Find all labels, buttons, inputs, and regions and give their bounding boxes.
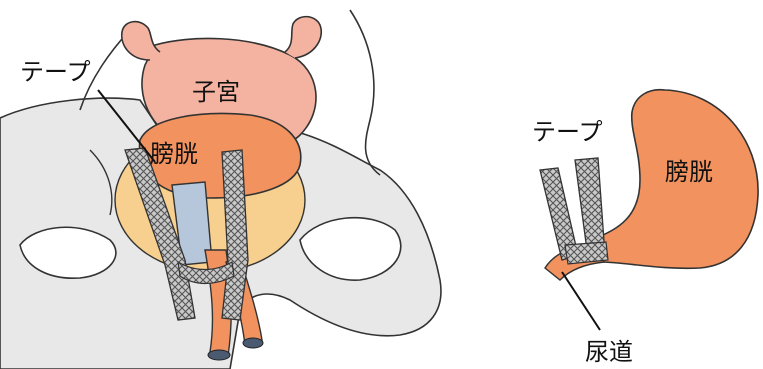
tube-end: [207, 349, 231, 361]
tape-right-band: [564, 241, 609, 265]
bladder-right: [588, 88, 759, 270]
obturator-hole-right: [299, 216, 402, 281]
label-urethra: 尿道: [585, 338, 633, 366]
label-bladder-left: 膀胱: [150, 140, 198, 168]
label-bladder-right: 膀胱: [665, 158, 713, 186]
urethra-pointer: [561, 271, 601, 331]
tape-pointer-left: [97, 89, 156, 163]
pelvic-inner-line: [89, 149, 113, 216]
label-uterus: 子宮: [192, 78, 240, 106]
right-figure: テープ 膀胱 尿道: [532, 88, 759, 366]
label-tape-left: テープ: [20, 58, 91, 86]
left-figure: テープ 子宮 膀胱: [0, 9, 442, 369]
label-tape-right: テープ: [532, 118, 603, 146]
obturator-hole-left: [19, 226, 117, 279]
pelvic-bone-upper-right: [349, 9, 381, 176]
tube-end-2: [242, 337, 264, 349]
tape-sling-band: [177, 260, 235, 285]
